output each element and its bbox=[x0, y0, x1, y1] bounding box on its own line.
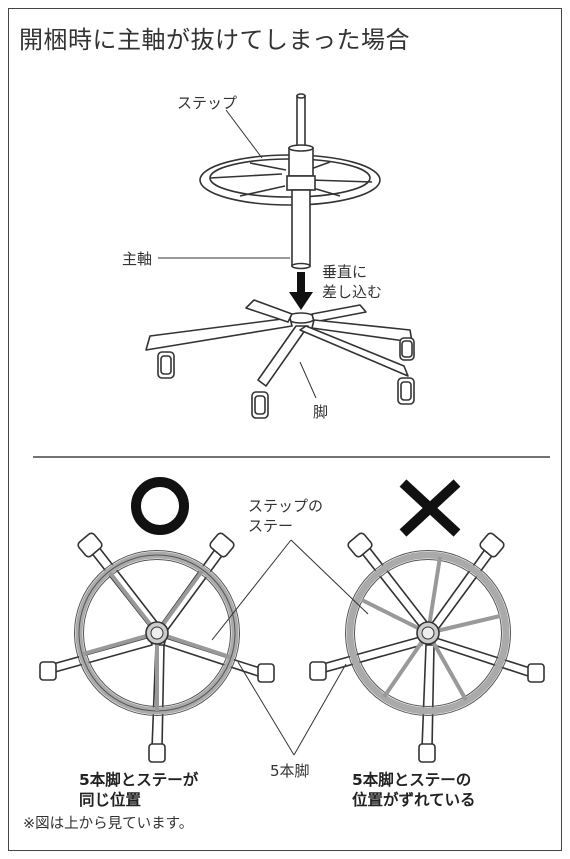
caption-wrong-line2: 位置がずれている bbox=[352, 791, 476, 809]
caption-wrong: 5本脚とステーの 位置がずれている bbox=[352, 770, 476, 810]
leader-lines-bottom bbox=[211, 539, 369, 756]
insert-label-line2: 差し込む bbox=[322, 283, 383, 301]
step-ring-wrong bbox=[345, 550, 511, 716]
chair-base bbox=[145, 299, 415, 419]
stay-label-line1: ステップの bbox=[248, 497, 324, 515]
stay-label: ステップの ステー bbox=[248, 496, 323, 536]
caption-correct: 5本脚とステーが 同じ位置 bbox=[79, 770, 198, 810]
footnote: ※図は上から見ています。 bbox=[23, 816, 194, 832]
correct-mark bbox=[131, 477, 189, 535]
stay-label-line2: ステー bbox=[248, 517, 294, 535]
caption-wrong-line1: 5本脚とステーの bbox=[352, 771, 472, 789]
shaft-top bbox=[296, 95, 306, 147]
instruction-frame bbox=[8, 8, 562, 851]
step-ring-correct bbox=[74, 550, 240, 716]
insert-label: 垂直に 差し込む bbox=[322, 262, 382, 302]
step-ring-assembly bbox=[199, 93, 381, 270]
shaft-lower bbox=[291, 189, 311, 267]
caption-correct-line2: 同じ位置 bbox=[79, 791, 142, 809]
shaft-label: 主軸 bbox=[122, 250, 153, 268]
insert-label-line1: 垂直に bbox=[322, 263, 368, 281]
wrong-mark bbox=[399, 479, 461, 537]
five-legs-label: 5本脚 bbox=[270, 762, 310, 780]
leg-label: 脚 bbox=[313, 403, 329, 421]
insert-arrow bbox=[289, 272, 313, 310]
page-title: 開梱時に主軸が抜けてしまった場合 bbox=[19, 26, 411, 54]
caption-correct-line1: 5本脚とステーが bbox=[79, 771, 199, 789]
step-label: ステップ bbox=[177, 94, 238, 112]
